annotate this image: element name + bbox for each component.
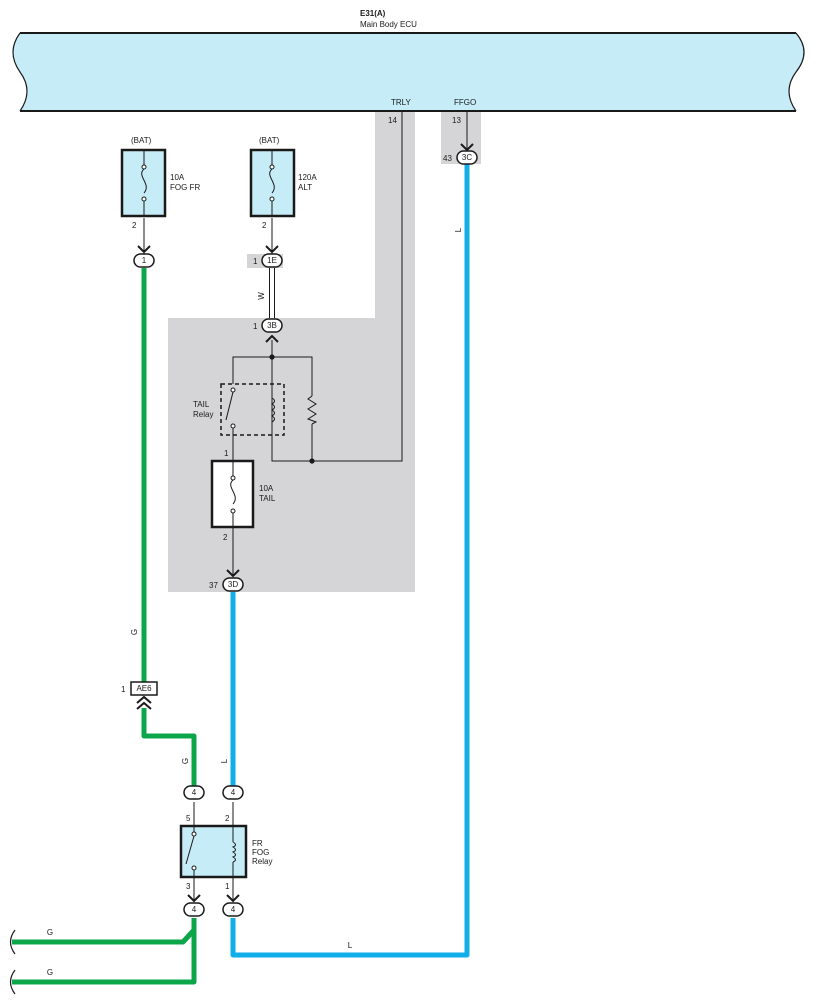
- connector-3b[interactable]: 1 3B: [253, 318, 283, 343]
- connector-4-top-right[interactable]: 4: [222, 785, 244, 800]
- fuse-rating: 10A: [170, 173, 185, 182]
- connector-code: 4: [192, 905, 197, 914]
- wire-color-l-ffgo: L: [454, 227, 463, 232]
- fuse-120a-alt[interactable]: (BAT) 120A ALT 2: [249, 136, 317, 230]
- resistor: [306, 395, 318, 425]
- connector-code: 3D: [228, 580, 238, 589]
- fuse-10a-tail[interactable]: 1 10A TAIL 2: [210, 449, 276, 542]
- ecu-pin-name-trly: TRLY: [391, 98, 412, 107]
- fuse-name: FOG FR: [170, 183, 200, 192]
- ecu-pin-name-ffgo: FFGO: [454, 98, 476, 107]
- connector-4-bottom-left[interactable]: 4: [183, 894, 205, 917]
- connector-1e[interactable]: 1 1E: [253, 245, 283, 268]
- fuse-pin: 2: [132, 221, 137, 230]
- relay-pin-2: 2: [225, 814, 230, 823]
- wire-color-g-out2: G: [47, 968, 53, 977]
- wire-break-marks: [9, 929, 16, 995]
- relay-name3: Relay: [252, 857, 272, 866]
- relay-pin-5: 5: [186, 814, 191, 823]
- connector-pin: 43: [443, 154, 452, 163]
- connector-code: 4: [231, 905, 236, 914]
- ecu-pin-num-trly: 14: [388, 116, 397, 125]
- relay-pin-3: 3: [186, 882, 191, 891]
- fuse-source: (BAT): [259, 136, 280, 145]
- connector-4-bottom-right[interactable]: 4: [222, 894, 244, 917]
- wire-color-g-out1: G: [47, 928, 53, 937]
- connector-code: 3B: [267, 321, 277, 330]
- connector-ae6[interactable]: 1 AE6: [121, 681, 158, 710]
- connector-pin: 1: [253, 322, 258, 331]
- fuse-10a-fog-fr[interactable]: (BAT) 10A FOG FR 2: [120, 136, 200, 230]
- main-body-ecu[interactable]: [12, 32, 805, 112]
- ecu-code: E31(A): [360, 9, 386, 18]
- wire-color-g-main: G: [130, 629, 139, 635]
- wire-color-l-relay: L: [220, 758, 229, 763]
- connector-3d[interactable]: 37 3D: [209, 569, 244, 592]
- relay-name: FR: [252, 839, 263, 848]
- colored-wiring: [12, 164, 470, 985]
- connector-4-top-left[interactable]: 4: [183, 785, 205, 800]
- relay-name: TAIL: [193, 400, 210, 409]
- connector-pin: 37: [209, 581, 218, 590]
- relay-pin-1: 1: [225, 882, 230, 891]
- fuse-name: ALT: [298, 183, 312, 192]
- wire-color-w: W: [257, 292, 266, 300]
- ecu-pin-num-ffgo: 13: [452, 116, 461, 125]
- connector-pin: 1: [121, 685, 126, 694]
- fuse-rating: 120A: [298, 173, 317, 182]
- connector-code: 1: [142, 256, 147, 265]
- relay-name2: FOG: [252, 848, 269, 857]
- connector-code: 4: [192, 788, 197, 797]
- connector-code: 3C: [462, 153, 472, 162]
- connector-code: 1E: [267, 256, 277, 265]
- fuse-name: TAIL: [259, 494, 276, 503]
- wire-color-g-relay: G: [181, 758, 190, 764]
- wire-color-l-bottom: L: [348, 941, 353, 950]
- connector-3c[interactable]: 43 3C: [443, 143, 478, 165]
- junction-block-shading: [168, 112, 481, 592]
- fuse-pin: 2: [262, 221, 267, 230]
- tail-relay[interactable]: TAIL Relay: [193, 383, 285, 436]
- connector-code: 4: [231, 788, 236, 797]
- connector-code: AE6: [136, 684, 152, 693]
- ecu-name: Main Body ECU: [360, 20, 417, 29]
- connector-1[interactable]: 1: [133, 245, 155, 268]
- fuse-source: (BAT): [131, 136, 152, 145]
- relay-name2: Relay: [193, 410, 213, 419]
- fr-fog-relay[interactable]: 5 2 FR FOG Relay 3 1: [179, 814, 272, 891]
- fuse-pin-top: 1: [224, 449, 229, 458]
- white-wire: [269, 268, 275, 318]
- fuse-rating: 10A: [259, 484, 274, 493]
- junction-dots: [269, 354, 315, 464]
- connector-pin: 1: [253, 257, 258, 266]
- fuse-pin-bottom: 2: [223, 533, 228, 542]
